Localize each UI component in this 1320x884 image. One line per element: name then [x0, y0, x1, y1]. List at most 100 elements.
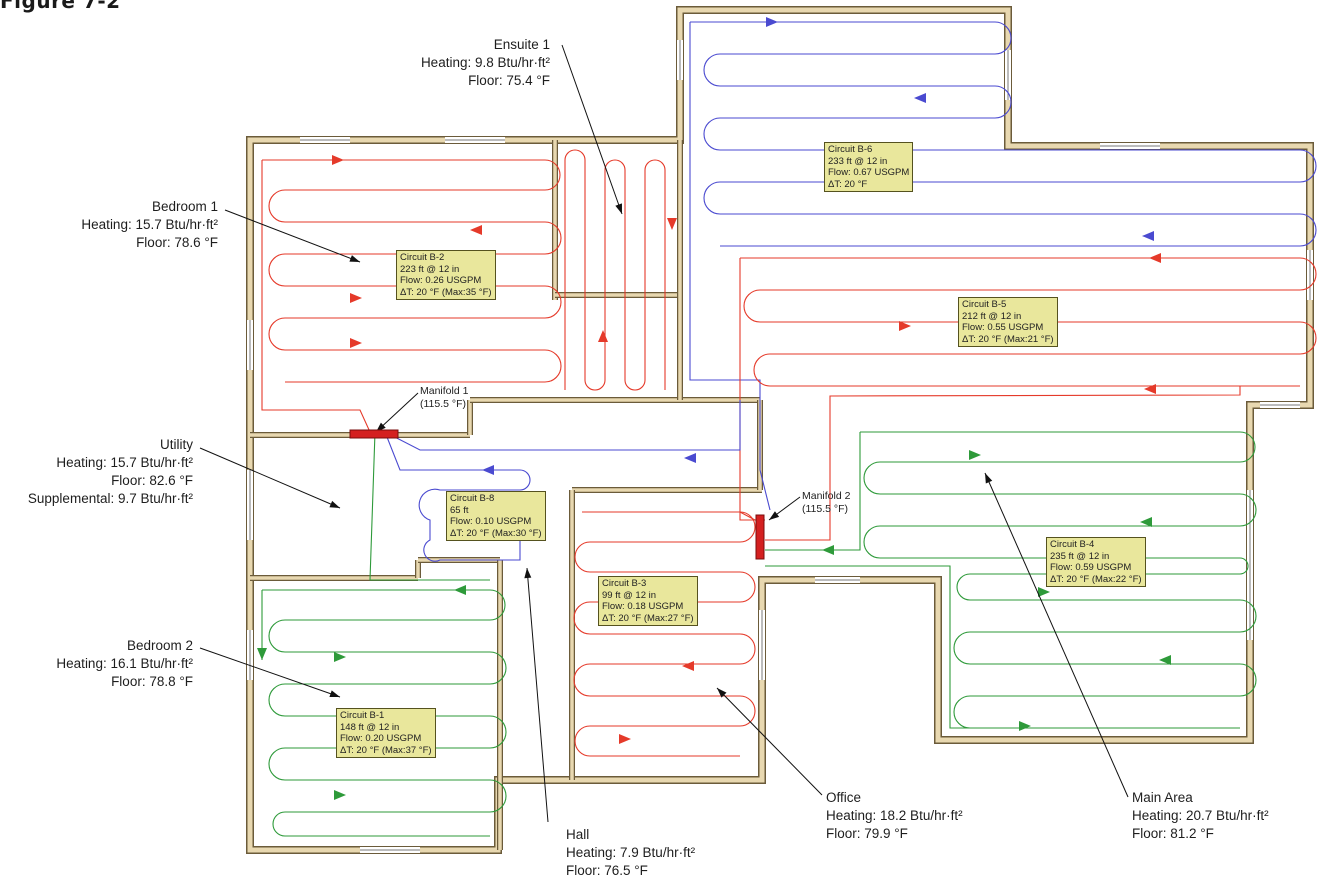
- room-floor-temp: Floor: 75.4 °F: [468, 73, 550, 88]
- circuit-name: Circuit B-8: [450, 493, 495, 504]
- flow-arrow: [1144, 384, 1156, 394]
- leader-line: [526, 567, 549, 823]
- circuit-label-b8: Circuit B-8 65 ft Flow: 0.10 USGPM ΔT: 2…: [446, 491, 546, 541]
- circuit-flow: Flow: 0.20 USGPM: [340, 733, 422, 744]
- circuit-length: 212 ft @ 12 in: [962, 310, 1022, 322]
- circuit-name: Circuit B-1: [340, 710, 385, 721]
- flow-arrow: [684, 453, 696, 463]
- leader-line: [561, 44, 623, 215]
- room-heating: Heating: 7.9 Btu/hr·ft²: [566, 845, 696, 860]
- circuit-label-b4: Circuit B-4 235 ft @ 12 in Flow: 0.59 US…: [1046, 537, 1146, 587]
- room-floor-temp: Floor: 82.6 °F: [111, 473, 193, 488]
- circuit-delta-t: ΔT: 20 °F (Max:27 °F): [602, 612, 694, 624]
- figure-title: Figure 7-2: [0, 0, 121, 13]
- room-label-bedroom-2: Bedroom 2 Heating: 16.1 Btu/hr·ft² Floor…: [20, 637, 193, 691]
- leader-arrowhead: [349, 255, 360, 262]
- circuit-b2-loop: [262, 159, 562, 383]
- circuit-b5-return: [765, 385, 1241, 541]
- circuit-flow: Flow: 0.55 USGPM: [962, 322, 1044, 333]
- circuit-b1-feed: [261, 431, 490, 660]
- flow-arrow: [914, 93, 926, 103]
- flow-arrow: [334, 652, 346, 662]
- circuit-b3-loop: [573, 511, 756, 757]
- manifold-name: Manifold 2: [802, 490, 851, 502]
- circuit-flow: Flow: 0.59 USGPM: [1050, 562, 1132, 573]
- room-floor-temp: Floor: 79.9 °F: [826, 826, 908, 841]
- room-floor-temp: Floor: 78.6 °F: [136, 235, 218, 250]
- circuit-label-b2: Circuit B-2 223 ft @ 12 in Flow: 0.26 US…: [396, 250, 496, 300]
- room-name: Hall: [566, 827, 590, 842]
- flow-arrow: [350, 293, 362, 303]
- circuit-b8-loop: [384, 400, 741, 562]
- flow-arrow: [667, 218, 677, 230]
- circuit-label-b6: Circuit B-6 233 ft @ 12 in Flow: 0.67 US…: [824, 142, 914, 192]
- flow-arrow: [482, 465, 494, 475]
- flow-arrows: [257, 17, 1171, 800]
- manifold-2-label: Manifold 2 (115.5 °F): [802, 490, 850, 516]
- circuit-flow: Flow: 0.26 USGPM: [400, 275, 482, 286]
- manifold-name: Manifold 1: [420, 385, 469, 397]
- circuit-length: 235 ft @ 12 in: [1050, 550, 1110, 562]
- leader-arrowhead: [769, 511, 780, 520]
- circuit-delta-t: ΔT: 20 °F: [828, 178, 868, 190]
- leader-line: [224, 209, 361, 263]
- interior-walls: [250, 140, 763, 850]
- leader-line: [199, 647, 341, 698]
- circuit-label-b5: Circuit B-5 212 ft @ 12 in Flow: 0.55 US…: [958, 297, 1058, 347]
- room-floor-temp: Floor: 78.8 °F: [111, 674, 193, 689]
- flow-arrow: [470, 225, 482, 235]
- manifold-2: [755, 514, 765, 560]
- flow-arrow: [454, 585, 466, 595]
- circuit-name: Circuit B-5: [962, 299, 1007, 310]
- manifold-temp: (115.5 °F): [420, 398, 467, 410]
- flow-arrow: [619, 734, 631, 744]
- circuit-length: 223 ft @ 12 in: [400, 263, 460, 275]
- flow-arrow: [257, 648, 267, 660]
- circuit-length: 148 ft @ 12 in: [340, 721, 400, 733]
- circuit-delta-t: ΔT: 20 °F (Max:22 °F): [1050, 573, 1142, 585]
- flow-arrow: [1159, 655, 1171, 665]
- room-name: Utility: [160, 437, 193, 452]
- leader-line: [716, 687, 823, 796]
- circuit-length: 233 ft @ 12 in: [828, 155, 888, 167]
- flow-arrow: [1149, 253, 1161, 263]
- room-floor-temp: Floor: 76.5 °F: [566, 863, 648, 878]
- circuit-b6-feed: [689, 22, 771, 511]
- leader-arrowhead: [985, 473, 993, 484]
- leader-arrowhead: [329, 690, 340, 697]
- flow-arrow: [1019, 721, 1031, 731]
- flow-arrow: [1140, 517, 1152, 527]
- room-heating: Heating: 9.8 Btu/hr·ft²: [420, 55, 550, 70]
- room-heating: Heating: 15.7 Btu/hr·ft²: [81, 217, 218, 232]
- circuit-flow: Flow: 0.18 USGPM: [602, 601, 684, 612]
- flow-arrow: [334, 790, 346, 800]
- leader-arrowhead: [615, 203, 622, 214]
- flow-arrow: [350, 338, 362, 348]
- circuit-flow: Flow: 0.10 USGPM: [450, 516, 532, 527]
- circuit-delta-t: ΔT: 20 °F (Max:37 °F): [340, 744, 432, 756]
- flow-arrow: [1142, 231, 1154, 241]
- leader-lines: [199, 44, 1129, 823]
- flow-arrow: [332, 155, 344, 165]
- manifold-1: [349, 429, 399, 439]
- circuit-delta-t: ΔT: 20 °F (Max:35 °F): [400, 286, 492, 298]
- circuit-b4-loop: [860, 431, 1257, 729]
- ensuite-loop: [564, 149, 666, 391]
- room-heating: Heating: 18.2 Btu/hr·ft²: [826, 808, 963, 823]
- circuit-name: Circuit B-3: [602, 578, 647, 589]
- circuit-label-b3: Circuit B-3 99 ft @ 12 in Flow: 0.18 USG…: [598, 576, 698, 626]
- room-heating: Heating: 15.7 Btu/hr·ft²: [56, 455, 193, 470]
- windows: [247, 40, 1313, 853]
- flow-arrow: [822, 545, 834, 555]
- circuit-label-b1: Circuit B-1 148 ft @ 12 in Flow: 0.20 US…: [336, 708, 436, 758]
- room-label-utility: Utility Heating: 15.7 Btu/hr·ft² Floor: …: [0, 436, 193, 508]
- room-name: Main Area: [1132, 790, 1193, 805]
- flow-arrow: [969, 450, 981, 460]
- manifold-temp: (115.5 °F): [802, 503, 849, 515]
- room-supplemental: Supplemental: 9.7 Btu/hr·ft²: [27, 491, 193, 506]
- flow-arrow: [766, 17, 778, 27]
- room-name: Ensuite 1: [493, 37, 550, 52]
- room-label-bedroom-1: Bedroom 1 Heating: 15.7 Btu/hr·ft² Floor…: [40, 198, 218, 252]
- room-heating: Heating: 20.7 Btu/hr·ft²: [1132, 808, 1269, 823]
- room-label-main-area: Main Area Heating: 20.7 Btu/hr·ft² Floor…: [1132, 789, 1269, 843]
